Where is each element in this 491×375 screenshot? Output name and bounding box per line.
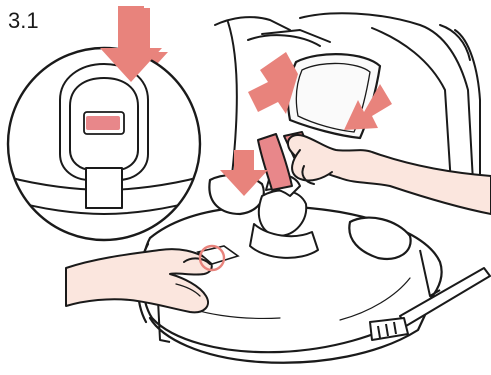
step-number: 3.1 bbox=[8, 8, 39, 34]
hand-gripping-strap bbox=[288, 135, 491, 214]
buckle-button-icon bbox=[84, 112, 124, 134]
detail-magnifier bbox=[4, 48, 204, 240]
